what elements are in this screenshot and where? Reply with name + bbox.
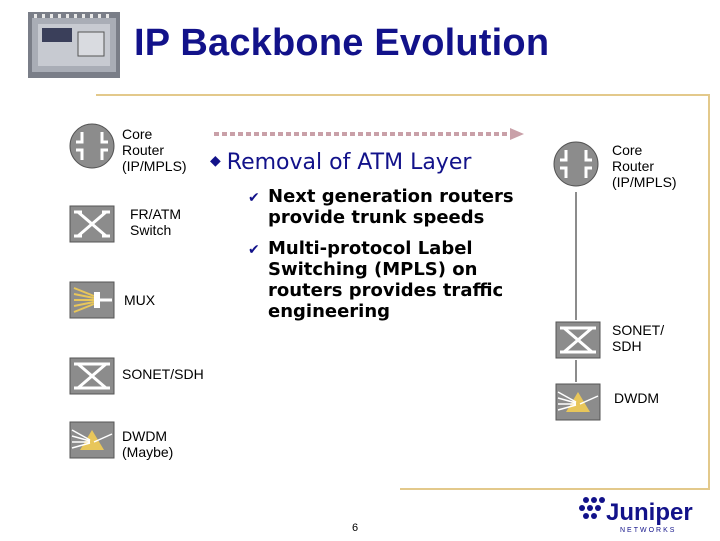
sub-bullet-2-text: Multi-protocol Label Switching (MPLS) on… [268,238,504,322]
left-mux-label: MUX [124,292,155,308]
right-dwdm-label-text: DWDM [614,390,660,406]
logo-subtext: NETWORKS [620,527,676,534]
right-sonet-label: SONET/ SDH [612,322,664,354]
right-link-line [575,360,577,382]
right-link-line [575,192,577,320]
main-bullet: ◆ Removal of ATM Layer [210,150,471,175]
left-sonet-label: SONET/SDH [122,366,204,382]
logo-text: Juniper [606,499,693,526]
main-bullet-text: Removal of ATM Layer [226,150,472,175]
sub-bullet-marker: ✔ [248,190,260,206]
dwdm-icon [554,382,602,430]
page-number: 6 [352,522,359,534]
bullet-marker: ◆ [210,153,221,169]
router-icon [68,122,116,170]
evolution-arrow [214,126,526,147]
right-core-router-label: Core Router (IP/MPLS) [612,142,677,190]
frame-line-bottom [400,488,710,490]
right-dwdm-label: DWDM [614,390,659,406]
sub-bullet-2: ✔ Multi-protocol Label Switching (MPLS) … [248,238,518,322]
juniper-logo: Juniper NETWORKS [576,490,710,536]
left-core-router-label-text: Core Router (IP/MPLS) [122,126,187,174]
chip-photo [28,12,120,78]
dwdm-icon [68,420,116,468]
frame-line-right [708,94,710,490]
left-mux-label-text: MUX [124,292,156,308]
right-sonet-label-text: SONET/ SDH [612,322,665,354]
frame-line-top [96,94,710,96]
left-core-router-label: Core Router (IP/MPLS) [122,126,187,174]
sonet-icon [68,356,116,404]
sub-bullet-marker: ✔ [248,242,260,258]
left-dwdm-label-text: DWDM (Maybe) [122,428,174,460]
left-atm-switch-label-text: FR/ATM Switch [130,206,182,238]
left-dwdm-label: DWDM (Maybe) [122,428,173,460]
sonet-icon [554,320,602,368]
mux-icon [68,280,116,328]
right-core-router-label-text: Core Router (IP/MPLS) [612,142,677,190]
atm-switch-icon [68,204,116,252]
left-sonet-label-text: SONET/SDH [122,366,204,382]
router-icon [552,140,600,188]
slide-title: IP Backbone Evolution [134,22,550,64]
sub-bullet-1-text: Next generation routers provide trunk sp… [268,186,514,228]
sub-bullet-1: ✔ Next generation routers provide trunk … [248,186,518,228]
left-atm-switch-label: FR/ATM Switch [130,206,181,238]
